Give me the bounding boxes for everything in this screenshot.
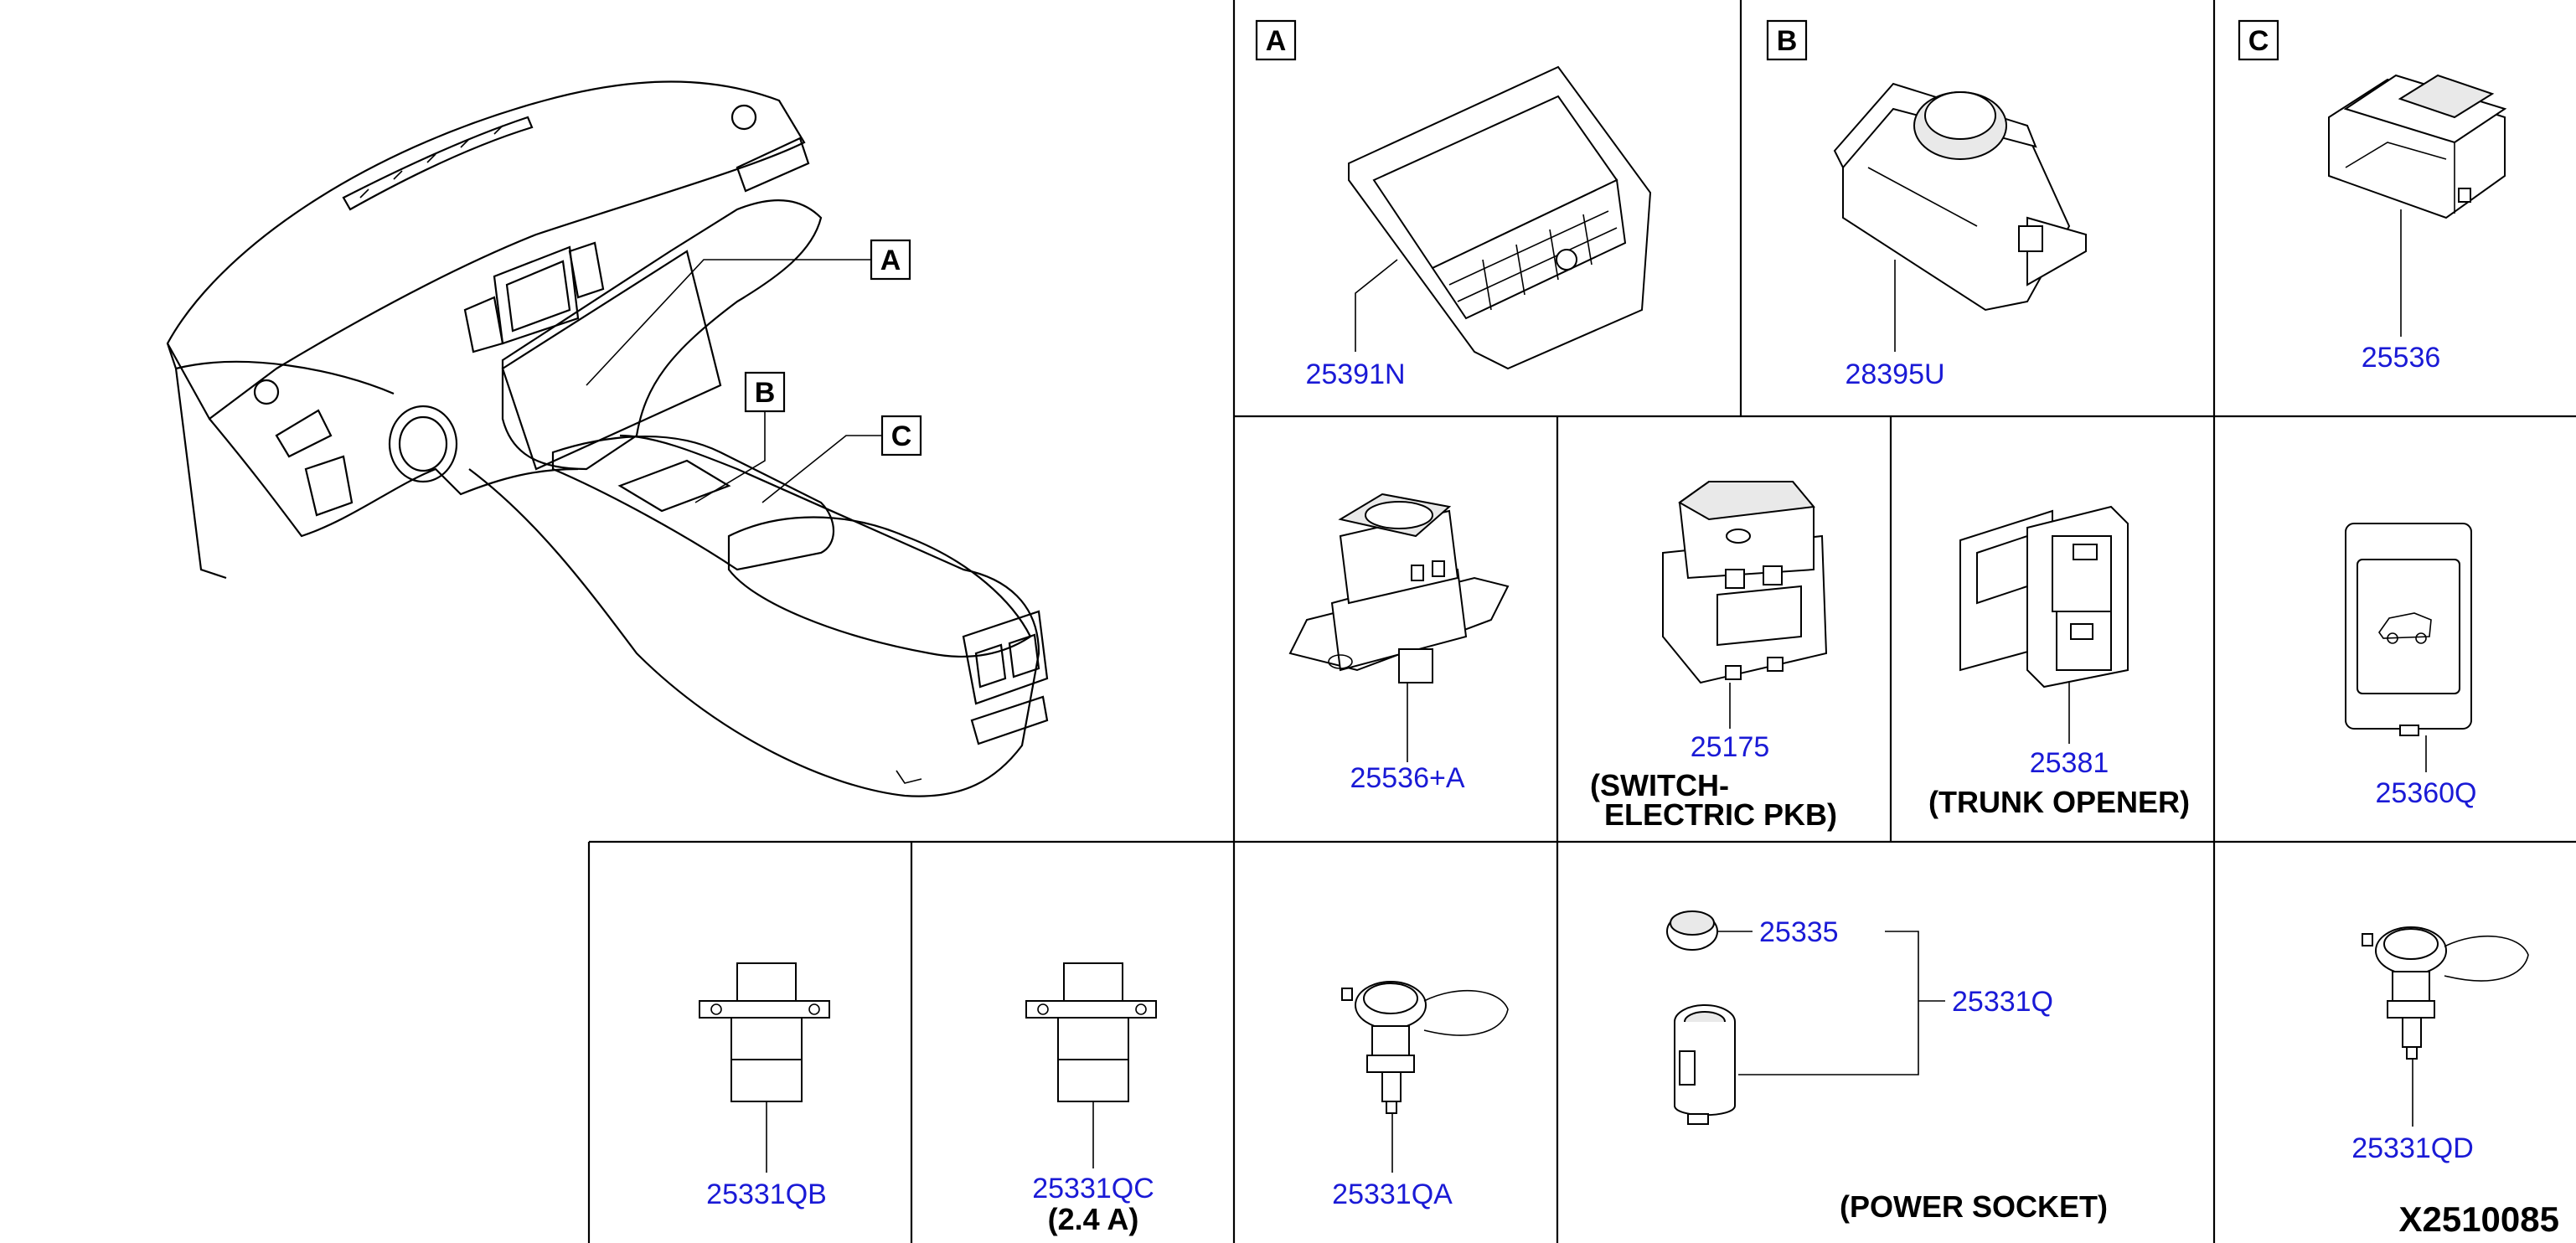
section-c-label: C	[2238, 19, 2279, 61]
part-25331q: 25331Q	[1952, 986, 2053, 1018]
dashboard-illustration	[166, 80, 1049, 797]
part-25335-drawing	[1666, 910, 1718, 951]
part-25175-drawing	[1662, 481, 1828, 684]
svg-text:25331QD: 25331QD	[2351, 1132, 2474, 1164]
part-25536a: 25536+A	[1350, 683, 1465, 794]
part-25360q-drawing	[2345, 523, 2472, 736]
svg-text:25331Q: 25331Q	[1952, 986, 2053, 1018]
svg-text:28395U: 28395U	[1845, 358, 1944, 390]
section-a-label: A	[1255, 19, 1297, 61]
part-25536: 25536	[2362, 209, 2441, 374]
section-b-label: B	[1766, 19, 1808, 61]
callout-b: B	[694, 371, 786, 503]
svg-text:ELECTRIC PKB): ELECTRIC PKB)	[1604, 797, 1837, 832]
part-25331qa-drawing	[1341, 981, 1509, 1114]
power-socket-caption: (POWER SOCKET)	[1840, 1189, 2108, 1224]
svg-text:C: C	[891, 420, 912, 452]
svg-text:A: A	[1266, 25, 1287, 57]
part-25175: 25175 (SWITCH- ELECTRIC PKB)	[1590, 683, 1837, 832]
svg-text:25331QB: 25331QB	[706, 1179, 827, 1210]
svg-text:(TRUNK OPENER): (TRUNK OPENER)	[1928, 785, 2190, 819]
svg-text:X2510085: X2510085	[2398, 1199, 2559, 1239]
part-socket-drawing	[1674, 1004, 1736, 1125]
part-25335: 25335	[1717, 916, 1839, 948]
svg-text:25175: 25175	[1691, 731, 1770, 763]
callout-a: A	[586, 239, 911, 386]
svg-text:25536: 25536	[2362, 342, 2441, 374]
svg-text:B: B	[1777, 25, 1798, 57]
svg-text:25331QA: 25331QA	[1332, 1179, 1453, 1210]
part-25331qc: 25331QC (2.4 A)	[1032, 1101, 1154, 1236]
part-25331qc-drawing	[1025, 962, 1157, 1102]
trunk-car-icon	[2378, 612, 2432, 639]
part-28395u-drawing	[1833, 82, 2087, 312]
part-25536a-drawing	[1288, 493, 1510, 683]
part-25331qd-drawing	[2362, 926, 2529, 1060]
part-25381-drawing	[1959, 505, 2129, 689]
svg-text:25335: 25335	[1759, 916, 1839, 948]
svg-text:25360Q: 25360Q	[2376, 777, 2477, 809]
diagram-code: X2510085	[2398, 1199, 2559, 1239]
part-25360q: 25360Q	[2376, 735, 2477, 809]
svg-text:25381: 25381	[2030, 747, 2109, 779]
part-25391n-drawing	[1348, 65, 1652, 370]
part-25331qb-drawing	[699, 962, 830, 1102]
bracket-25331q	[1738, 931, 1945, 1075]
svg-text:(2.4 A): (2.4 A)	[1048, 1202, 1139, 1236]
svg-text:B: B	[755, 377, 776, 409]
part-25331qa: 25331QA	[1332, 1113, 1453, 1210]
callout-c: C	[761, 415, 922, 503]
part-25331qb: 25331QB	[706, 1101, 827, 1210]
svg-text:25391N: 25391N	[1305, 358, 1405, 390]
part-25331qd: 25331QD	[2351, 1059, 2474, 1164]
svg-text:(POWER SOCKET): (POWER SOCKET)	[1840, 1189, 2108, 1224]
svg-text:C: C	[2248, 25, 2269, 57]
grid-lines	[587, 0, 2576, 1243]
svg-text:A: A	[880, 245, 901, 276]
part-25381: 25381 (TRUNK OPENER)	[1928, 683, 2190, 819]
svg-text:(SWITCH-: (SWITCH-	[1590, 768, 1729, 802]
svg-text:25536+A: 25536+A	[1350, 762, 1464, 794]
svg-text:25331QC: 25331QC	[1032, 1173, 1154, 1204]
part-25536-drawing	[2328, 74, 2507, 219]
part-28395u: 28395U	[1845, 260, 1945, 390]
part-25391n: 25391N	[1305, 259, 1406, 390]
